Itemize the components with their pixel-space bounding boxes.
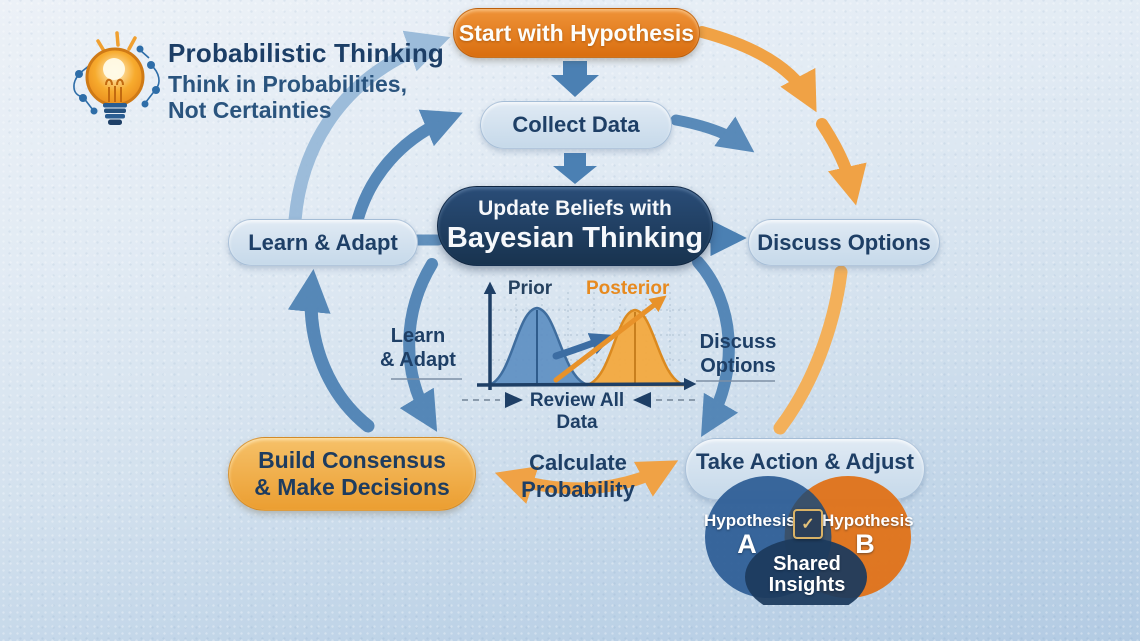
node-collect-data: Collect Data <box>480 101 672 149</box>
venn-diagram <box>705 476 911 605</box>
node-discuss-options: Discuss Options <box>748 219 940 266</box>
posterior-label: Posterior <box>586 278 670 299</box>
arrow-update-to-take-action <box>692 256 739 437</box>
node-start-hypothesis: Start with Hypothesis <box>453 8 700 58</box>
venn-hypothesis-a-label: Hypothesis A <box>704 511 796 559</box>
review-all-data-label: Review All Data <box>529 390 625 433</box>
trend-arrow <box>553 295 667 383</box>
prior-curve <box>488 306 589 387</box>
lightbulb-icon <box>73 31 160 125</box>
arrow-calculate-probability <box>494 460 679 504</box>
diagram-subtitle-line2: Not Certainties <box>168 97 332 123</box>
bayes-chart <box>462 281 700 408</box>
arrow-collect-to-update <box>553 153 597 184</box>
discuss-options-step-label: Discuss Options <box>699 331 777 378</box>
posterior-curve <box>586 308 685 387</box>
node-update-beliefs: Update Beliefs with Bayesian Thinking <box>437 186 713 266</box>
diagram-title: Probabilistic Thinking <box>168 38 444 68</box>
arrow-build-to-learn <box>287 269 375 433</box>
prior-label: Prior <box>507 278 553 299</box>
node-learn-adapt: Learn & Adapt <box>228 219 418 266</box>
learn-adapt-step-label: Learn & Adapt <box>380 325 456 372</box>
review-data-pointers <box>462 392 700 408</box>
arrow-update-to-build <box>399 258 438 432</box>
arrow-collect-to-right <box>670 114 755 153</box>
arrow-start-to-discuss-upper <box>696 26 817 113</box>
venn-hypothesis-b-label: Hypothesis B <box>822 511 914 559</box>
arrow-learn-to-start <box>288 30 451 227</box>
diagram-subtitle-line1: Think in Probabilities, <box>168 71 407 97</box>
calculate-probability-label: Calculate Probability <box>521 450 635 502</box>
arrow-discuss-to-take-action <box>773 265 848 435</box>
node-build-consensus: Build Consensus & Make Decisions <box>228 437 476 511</box>
agreement-badge-icon: ✓ <box>793 509 823 539</box>
arrow-start-to-collect <box>551 61 599 97</box>
venn-shared-insights-label: Shared Insights <box>768 553 846 596</box>
arrow-learn-to-collect <box>350 109 463 232</box>
venn-shared-insights <box>745 538 867 605</box>
prior-to-posterior-arrow <box>552 333 614 360</box>
chart-x-axis <box>476 377 697 391</box>
arrow-start-to-discuss-lower <box>816 118 867 206</box>
